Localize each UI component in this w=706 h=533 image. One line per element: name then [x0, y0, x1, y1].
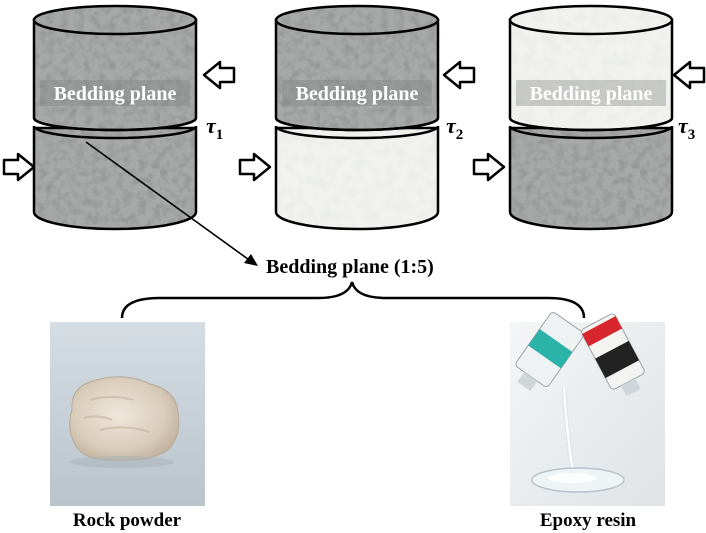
specimen-2-plane-label-backdrop	[282, 80, 432, 106]
specimen-3-upper-half	[508, 18, 674, 132]
specimen-3-lower-half	[508, 126, 674, 231]
specimen-2-top-face	[274, 4, 440, 36]
specimen-3-plane-label-backdrop	[516, 80, 666, 106]
specimen-2-left-arrow-icon	[238, 152, 272, 182]
specimen-1: Bedding plane τ1	[2, 4, 236, 231]
specimen-2-lower-half	[274, 126, 440, 231]
specimen-2-right-arrow-icon	[442, 60, 476, 90]
specimen-1-left-arrow-icon	[2, 152, 36, 182]
curly-brace	[120, 281, 586, 319]
specimen-3-top-face	[508, 4, 674, 36]
rock-powder-caption: Rock powder	[73, 510, 182, 531]
bedding-plane-ratio-label: Bedding plane (1:5)	[266, 256, 434, 278]
specimen-2-plane-label: Bedding plane	[296, 83, 419, 105]
specimen-1-right-arrow-icon	[202, 60, 236, 90]
specimen-1-plane-label-backdrop	[40, 80, 190, 106]
bedding-plane-pointer-arrow	[85, 141, 258, 266]
specimen-2-upper-half	[274, 18, 440, 132]
specimen-2-tau: τ2	[446, 113, 463, 143]
specimen-1-tau: τ1	[206, 113, 223, 143]
specimen-3-right-arrow-icon	[672, 60, 706, 90]
rock-powder-photo	[50, 322, 205, 506]
specimen-3-plane-label: Bedding plane	[530, 83, 653, 105]
epoxy-resin-caption: Epoxy resin	[540, 510, 637, 531]
specimen-1-top-face	[32, 4, 198, 36]
specimen-3-tau: τ3	[678, 113, 695, 143]
specimen-1-lower-half	[32, 126, 198, 231]
specimen-2: Bedding plane τ2	[238, 4, 476, 231]
specimen-3-left-arrow-icon	[472, 152, 506, 182]
specimen-3: Bedding plane τ3	[472, 4, 706, 231]
specimen-1-upper-half	[32, 18, 198, 132]
specimen-1-plane-label: Bedding plane	[54, 83, 177, 105]
epoxy-resin-photo	[510, 312, 665, 506]
